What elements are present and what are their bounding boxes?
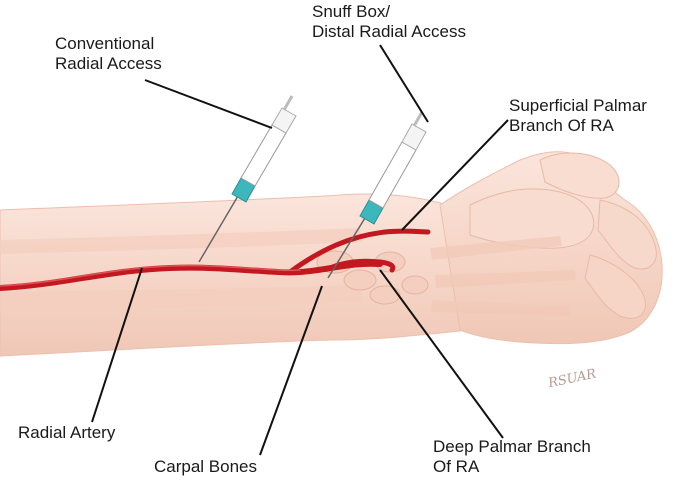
label-line: Of RA bbox=[433, 457, 480, 476]
leader-carpal bbox=[259, 285, 323, 456]
finger-index bbox=[539, 152, 620, 199]
label-line: Radial Artery bbox=[18, 423, 116, 442]
leader-conventional bbox=[144, 79, 273, 129]
label-conventional-radial-access: Conventional Radial Access bbox=[55, 34, 162, 74]
deep-palmar-branch-vessel bbox=[327, 258, 396, 273]
superficial-palmar-branch-vessel bbox=[287, 228, 431, 275]
leader-radial-artery bbox=[91, 267, 143, 423]
forearm bbox=[0, 193, 471, 357]
label-line: Distal Radial Access bbox=[312, 22, 467, 41]
metacarpal-bones bbox=[430, 236, 576, 316]
label-line: Branch Of RA bbox=[509, 116, 614, 135]
label-line: Carpal Bones bbox=[154, 457, 258, 476]
leader-deep bbox=[379, 269, 504, 439]
label-snuff-box: Snuff Box/ Distal Radial Access bbox=[312, 2, 466, 42]
label-radial-artery: Radial Artery bbox=[18, 423, 115, 443]
ulna-bone-shade bbox=[0, 285, 362, 312]
leader-lines bbox=[91, 44, 509, 456]
label-superficial-palmar-branch: Superficial Palmar Branch Of RA bbox=[509, 96, 647, 136]
artist-signature: RSUAR bbox=[546, 367, 598, 392]
syringe-snuffbox bbox=[327, 111, 427, 279]
label-line: Radial Access bbox=[55, 54, 162, 73]
leader-snuffbox bbox=[379, 44, 429, 123]
artery-highlight bbox=[0, 264, 301, 287]
syringe-conventional bbox=[198, 95, 297, 263]
label-line: Deep Palmar Branch bbox=[433, 437, 591, 456]
finger-middle bbox=[597, 199, 657, 270]
label-deep-palmar-branch: Deep Palmar Branch Of RA bbox=[433, 437, 591, 477]
label-carpal-bones: Carpal Bones bbox=[154, 457, 257, 477]
radius-bone-shade bbox=[0, 228, 362, 254]
label-line: Snuff Box/ bbox=[312, 2, 391, 21]
label-line: Superficial Palmar bbox=[509, 96, 647, 115]
label-line: Conventional bbox=[55, 34, 155, 53]
finger-ring bbox=[584, 254, 646, 319]
leader-superficial bbox=[401, 119, 509, 231]
